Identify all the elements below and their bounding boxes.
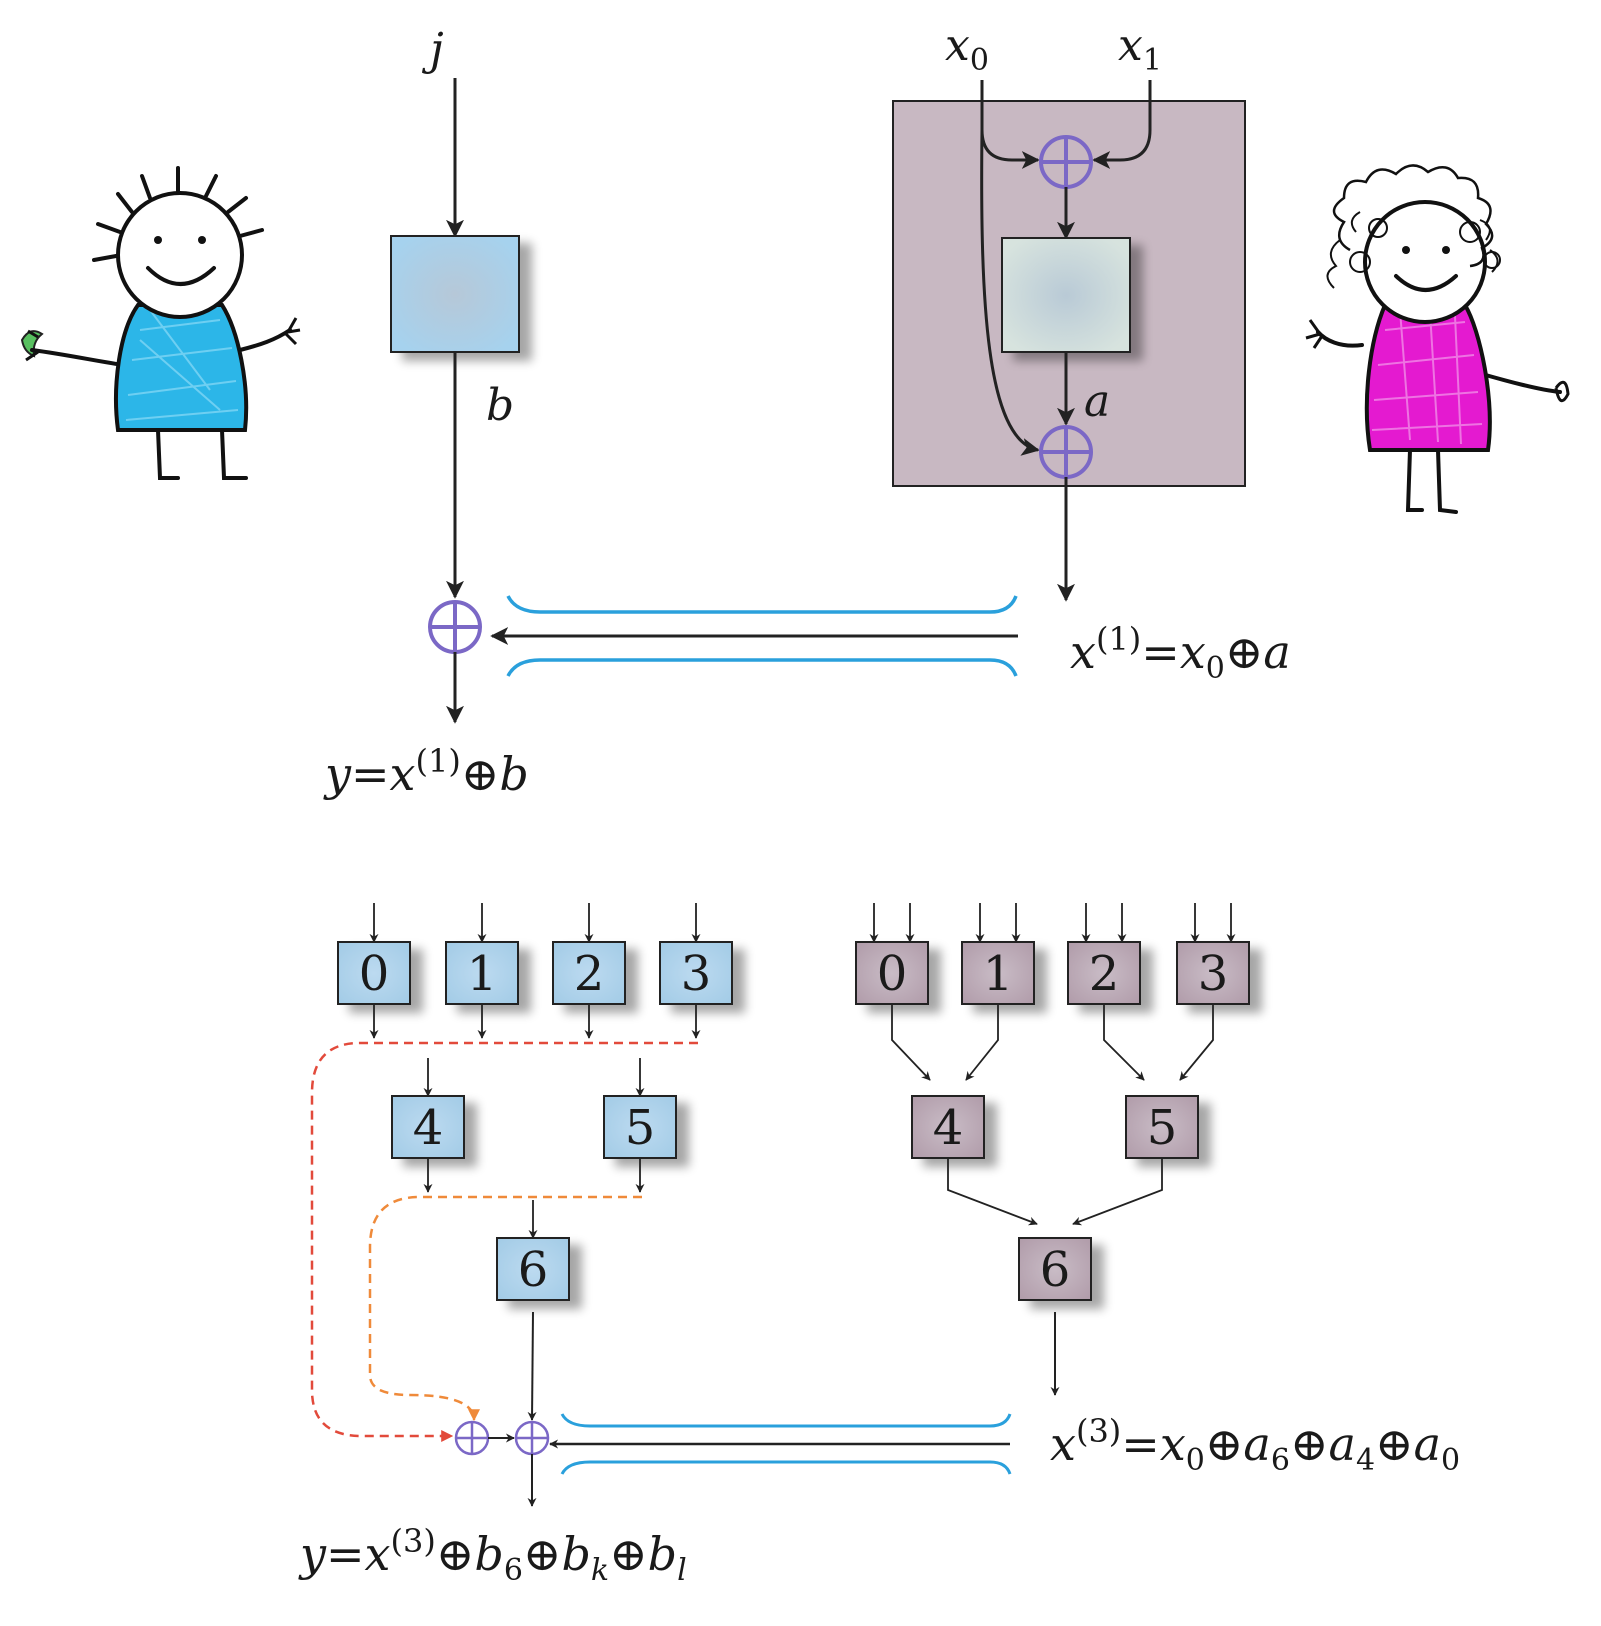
top-classical-channel	[490, 595, 1018, 677]
bob-box-0: 0	[855, 941, 929, 1005]
alice-measurement-box	[390, 235, 520, 353]
alice-input-label: j	[421, 24, 444, 75]
bob-box-3-label: 3	[1198, 946, 1229, 1002]
alice-box-4: 4	[391, 1095, 465, 1159]
bob-box-6: 6	[1018, 1237, 1092, 1301]
bob-input-x1: x1	[1118, 20, 1162, 78]
bob-box-1: 1	[961, 941, 1035, 1005]
alice-bottom-result: y=x(3)⊕b6⊕bk⊕bl	[298, 1522, 687, 1588]
bob-box-5: 5	[1125, 1095, 1199, 1159]
bob-output-label: a	[1084, 376, 1110, 427]
alice-orange-dashed-path	[368, 1195, 642, 1422]
bob-box-5-label: 5	[1147, 1100, 1178, 1156]
bottom-classical-channel	[549, 1413, 1012, 1475]
alice-box-6-label: 6	[518, 1242, 549, 1298]
alice-box-5-label: 5	[625, 1100, 656, 1156]
bob-box-2: 2	[1067, 941, 1141, 1005]
bob-box-0-label: 0	[877, 946, 908, 1002]
bob-box-2-label: 2	[1089, 946, 1120, 1002]
alice-box-2: 2	[552, 941, 626, 1005]
alice-xor-small-left-icon	[454, 1420, 490, 1456]
alice-box-4-label: 4	[413, 1100, 444, 1156]
alice-box-5: 5	[603, 1095, 677, 1159]
bob-input-x0: x0	[945, 20, 989, 78]
alice-bottom-tree: 0 1 2 3 4 5 6	[337, 903, 733, 1301]
alice-figure-icon	[20, 166, 301, 480]
alice-xor-small-right-icon	[514, 1420, 550, 1456]
alice-box-0: 0	[337, 941, 411, 1005]
bob-box-1-label: 1	[983, 946, 1014, 1002]
bob-bottom-result: x(3)=x0⊕a6⊕a4⊕a0	[1050, 1412, 1460, 1478]
alice-box-3: 3	[659, 941, 733, 1005]
alice-box-3-label: 3	[681, 946, 712, 1002]
alice-xor-gate-icon	[428, 600, 482, 654]
alice-output-label: b	[486, 380, 514, 431]
alice-box-6: 6	[496, 1237, 570, 1301]
alice-box-2-label: 2	[574, 946, 605, 1002]
bob-top-result: x(1)=x0⊕a	[1070, 620, 1291, 686]
bob-box-4: 4	[911, 1095, 985, 1159]
bob-box-6-label: 6	[1040, 1242, 1071, 1298]
bob-box-4-label: 4	[933, 1100, 964, 1156]
bob-figure-icon	[1305, 164, 1570, 514]
alice-red-dashed-path	[310, 1041, 698, 1442]
bob-xor-gate-bottom-icon	[1039, 425, 1093, 479]
alice-box-0-label: 0	[359, 946, 390, 1002]
alice-box-1: 1	[445, 941, 519, 1005]
alice-box-1-label: 1	[467, 946, 498, 1002]
bob-inner-measurement-box	[1001, 237, 1131, 353]
bob-box-3: 3	[1176, 941, 1250, 1005]
bob-bottom-tree: 0 1 2 3 4 5 6	[855, 903, 1250, 1301]
alice-top-result: y=x(1)⊕b	[323, 742, 529, 801]
bob-xor-gate-top-icon	[1039, 135, 1093, 189]
